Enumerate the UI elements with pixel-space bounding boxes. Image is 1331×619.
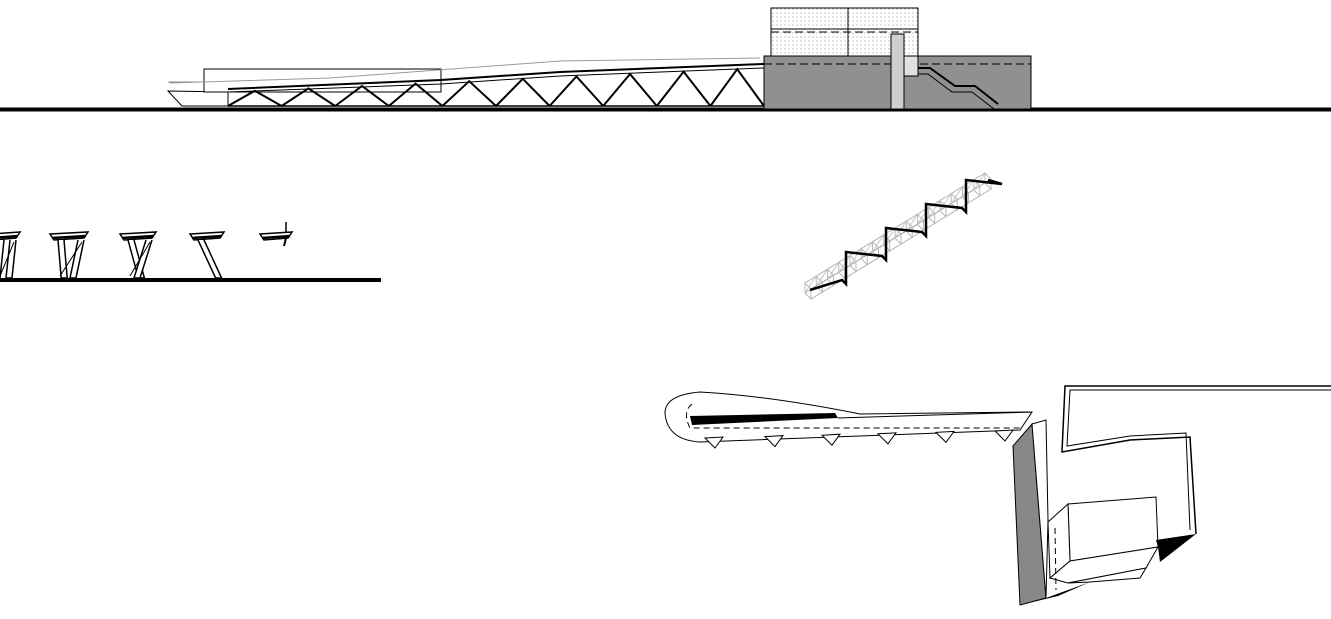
truss-mesh-diagonal: [849, 248, 862, 266]
truss-mesh-diagonal: [860, 241, 873, 259]
bridge-lower-deck: [227, 67, 765, 93]
truss-mesh-frame: [883, 233, 891, 253]
truss-mesh-diagonal: [905, 213, 918, 232]
section-strut: [5, 239, 17, 279]
bridge-upper-deck: [227, 63, 765, 90]
lift-core: [890, 33, 905, 110]
section-cuts: [0, 222, 294, 279]
truss-mesh-diagonal: [928, 200, 941, 218]
truss-mesh-diagonal: [815, 268, 828, 287]
truss-mesh-diagonal: [962, 179, 975, 198]
elevation-view: [0, 7, 1331, 112]
truss-diagonal: [441, 79, 497, 107]
truss-diagonal: [656, 69, 712, 107]
truss-diagonal: [388, 82, 444, 107]
cross-sections-view: [0, 222, 381, 282]
section-deck-edge: [121, 234, 155, 240]
lower-box-face: [1067, 567, 1148, 584]
truss-mesh-frame: [849, 254, 857, 273]
deck-tooth: [876, 432, 898, 445]
truss-mesh-frame: [905, 219, 913, 239]
truss-mesh-diagonal: [872, 234, 885, 253]
section-strut: [0, 239, 5, 279]
building-frame-outer: [1061, 385, 1331, 535]
truss-mesh-diagonal: [838, 255, 851, 273]
section-brace: [59, 241, 83, 277]
deck-tooth: [993, 429, 1015, 442]
deck-tooth: [934, 430, 956, 444]
truss-mesh-frame: [894, 226, 902, 246]
bridge-dark-edge: [690, 413, 838, 425]
stair-stringer: [918, 67, 999, 105]
section-brace: [129, 241, 151, 277]
section-post: [283, 237, 287, 247]
upper-box-shadow: [1156, 534, 1196, 562]
box-hidden-line: [1054, 527, 1057, 591]
truss-diagonal: [227, 89, 283, 107]
truss-diagonal: [548, 74, 604, 107]
truss-mesh-frame: [815, 274, 823, 294]
lower-box-front: [1048, 546, 1159, 584]
truss-diagonal: [334, 84, 390, 107]
bridge-deck-inner: [686, 403, 1020, 429]
deck-edge: [837, 411, 1033, 419]
section-strut: [69, 239, 85, 279]
truss-mesh-diagonal: [804, 275, 817, 294]
truss-diagonal: [281, 87, 336, 107]
truss-diagonal: [709, 67, 765, 107]
stair-landing: [903, 55, 919, 77]
truss-mesh-frame: [917, 213, 924, 232]
deck-tooth: [703, 436, 725, 449]
site-axonometric-view: [664, 385, 1331, 606]
truss-zigzag-chord: [809, 178, 1003, 292]
deck-tooth: [820, 433, 842, 446]
truss-mesh-frame: [928, 206, 936, 225]
left-block: [166, 90, 229, 107]
section-brace: [0, 241, 15, 277]
truss-mesh-frame: [973, 178, 981, 198]
bridge-deck-outline: [664, 391, 1033, 443]
bridge-truss-diagonals: [227, 67, 765, 107]
building-frame-inner: [1066, 389, 1331, 531]
truss-mesh-diagonal: [827, 262, 840, 280]
section-strut: [197, 239, 223, 279]
truss-diagonal: [602, 72, 658, 107]
truss-mesh-diagonal: [939, 193, 952, 211]
bridge-top-chord: [169, 57, 761, 84]
tower-shaft-side: [1031, 419, 1049, 599]
truss-axonometric-view: [804, 171, 1003, 301]
truss-mesh-diagonal: [950, 186, 963, 204]
section-deck-edge: [0, 234, 19, 239]
deck-tooth: [763, 435, 785, 448]
section-deck-edge: [51, 234, 87, 240]
deck-truss-teeth: [703, 429, 1015, 449]
truss-diagonal: [495, 77, 551, 107]
section-deck-edge: [261, 234, 291, 240]
stair-stringer-2: [918, 73, 995, 110]
truss-mesh: [804, 171, 992, 301]
section-deck-edge: [191, 234, 223, 240]
truss-mesh-frame: [984, 171, 992, 191]
